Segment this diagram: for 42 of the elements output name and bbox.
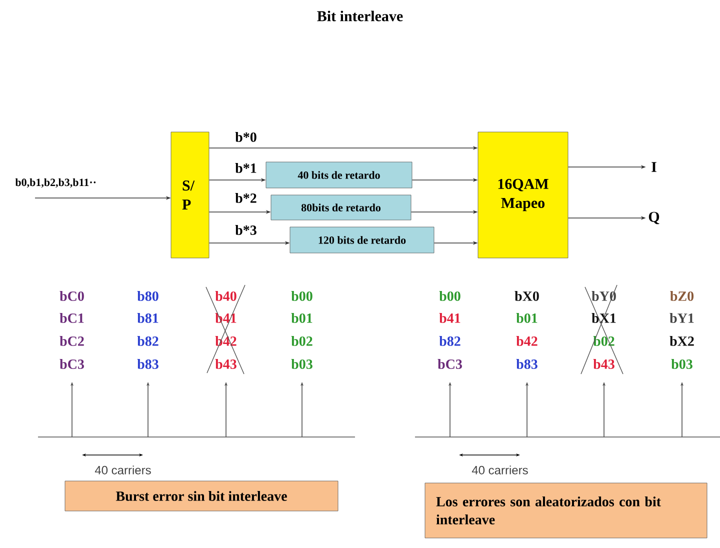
- bit-label: b03: [291, 359, 312, 369]
- bit-label: b01: [291, 313, 312, 323]
- bit-label: b02: [291, 336, 312, 346]
- bit-label: b81: [137, 313, 158, 323]
- bit-label: b83: [516, 359, 538, 369]
- delay-box: 120 bits de retardo: [290, 226, 434, 254]
- edge-label: b*0: [235, 132, 256, 142]
- bit-label: bX0: [514, 291, 539, 301]
- bit-label: bC3: [60, 359, 84, 369]
- delay-box: 40 bits de retardo: [266, 162, 412, 188]
- bit-label: b40: [215, 291, 236, 301]
- bit-label: bC1: [60, 313, 84, 323]
- edge-label: b*1: [235, 163, 256, 173]
- bit-label: b82: [439, 336, 460, 346]
- bit-label: b83: [137, 359, 158, 369]
- bit-label: bC2: [60, 336, 84, 346]
- output-label: Q: [648, 212, 660, 224]
- bit-label: b42: [516, 336, 538, 346]
- delay-box: 80bits de retardo: [270, 194, 412, 220]
- bit-label: bC3: [438, 359, 462, 369]
- bit-label: bX2: [670, 336, 694, 346]
- bit-label: b01: [516, 313, 538, 323]
- bit-label: bC0: [60, 291, 84, 301]
- bit-label: bZ0: [670, 291, 694, 301]
- bit-label: b00: [439, 291, 460, 301]
- input-label: b0,b1,b2,b3,b11··: [15, 178, 96, 188]
- note-box: Burst error sin bit interleave: [64, 480, 338, 512]
- edge-label: b*2: [235, 193, 256, 203]
- serial-parallel-box: S/ P: [170, 132, 210, 258]
- edge-label: b*3: [235, 225, 256, 235]
- bit-label: b43: [593, 359, 614, 369]
- mapper-box: 16QAM Mapeo: [478, 132, 568, 258]
- bit-label: bY1: [670, 313, 694, 323]
- bit-label: b80: [137, 291, 158, 301]
- bit-label: b00: [291, 291, 312, 301]
- bit-label: b43: [215, 359, 236, 369]
- bit-label: b03: [671, 359, 692, 369]
- output-label: I: [652, 162, 656, 172]
- bit-label: b41: [439, 313, 460, 323]
- note-box: Los errores son aleatorizados con bit interleave: [424, 482, 708, 538]
- title: Bit interleave: [317, 10, 403, 22]
- bit-label: b82: [137, 336, 158, 346]
